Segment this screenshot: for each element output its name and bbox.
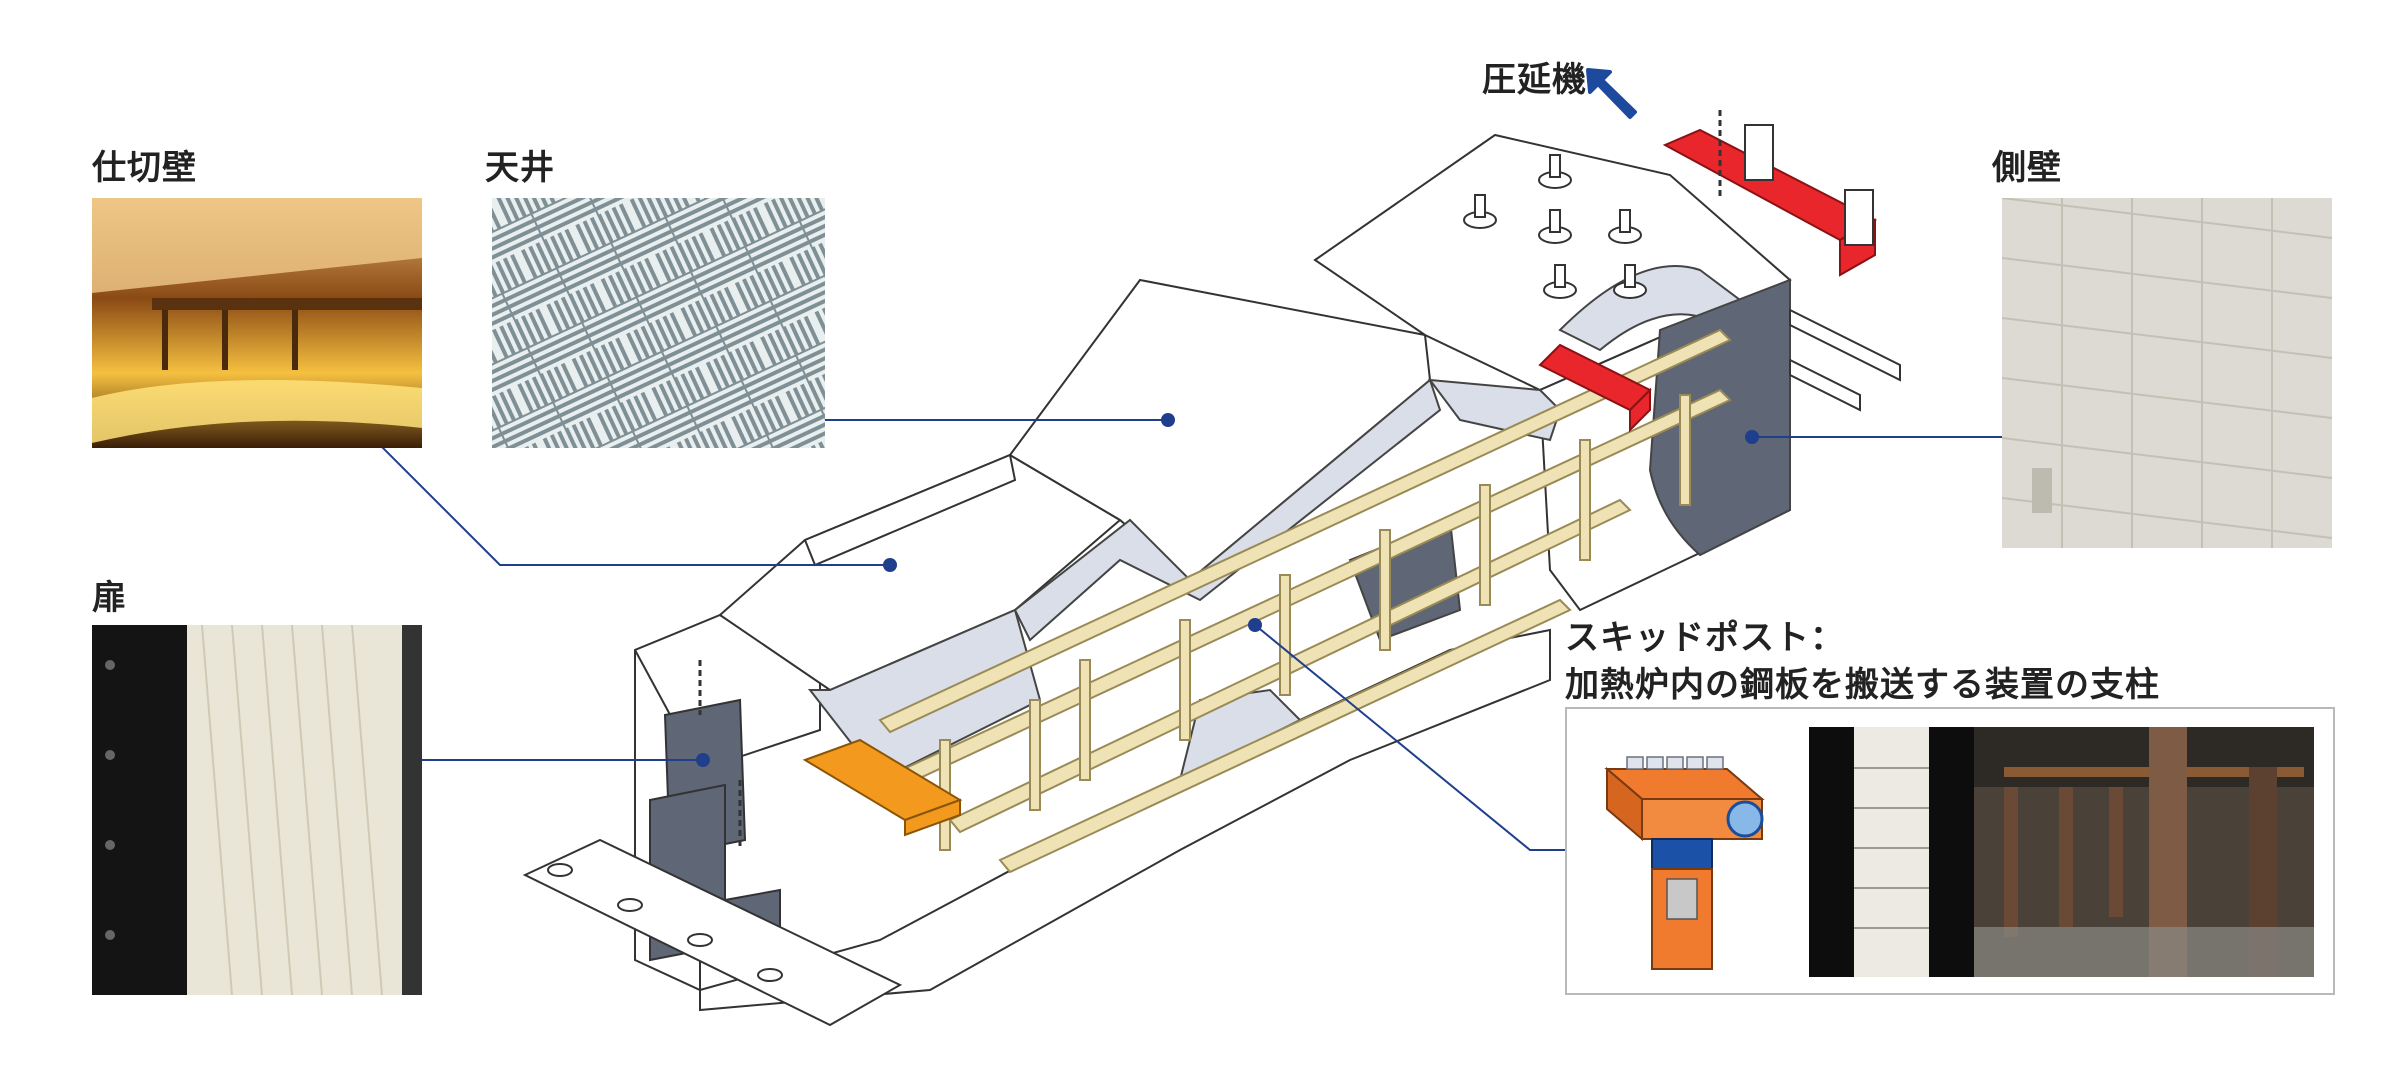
leader-dots (696, 413, 1759, 767)
label-ceiling: 天井 (485, 148, 555, 188)
label-side-wall: 側壁 (1992, 148, 2062, 188)
red-components (1538, 128, 1878, 433)
label-skid-post-desc: 加熱炉内の鋼板を搬送する装置の支柱 (1565, 665, 2160, 705)
label-skid-post-title: スキッドポスト： (1565, 618, 1845, 658)
entry-roller-table (522, 838, 903, 1027)
skid-post-photo (1809, 727, 2314, 977)
label-door: 扉 (92, 578, 127, 618)
exit-rollers (1744, 124, 1901, 412)
burner-nozzles (1463, 154, 1647, 299)
label-partition-wall: 仕切壁 (92, 148, 197, 188)
partition-wall-photo (92, 198, 422, 448)
skid-post-callout-box (1565, 707, 2335, 995)
skid-rails (878, 328, 1732, 874)
side-wall-photo (2002, 198, 2332, 548)
orange-slab (802, 738, 963, 837)
door-photo (92, 625, 422, 995)
label-rolling-mill: 圧延機 (1482, 60, 1587, 100)
skid-post-illustration (1604, 756, 1765, 970)
arrow-up-left-icon (1586, 68, 1637, 119)
ceiling-photo (492, 198, 825, 448)
